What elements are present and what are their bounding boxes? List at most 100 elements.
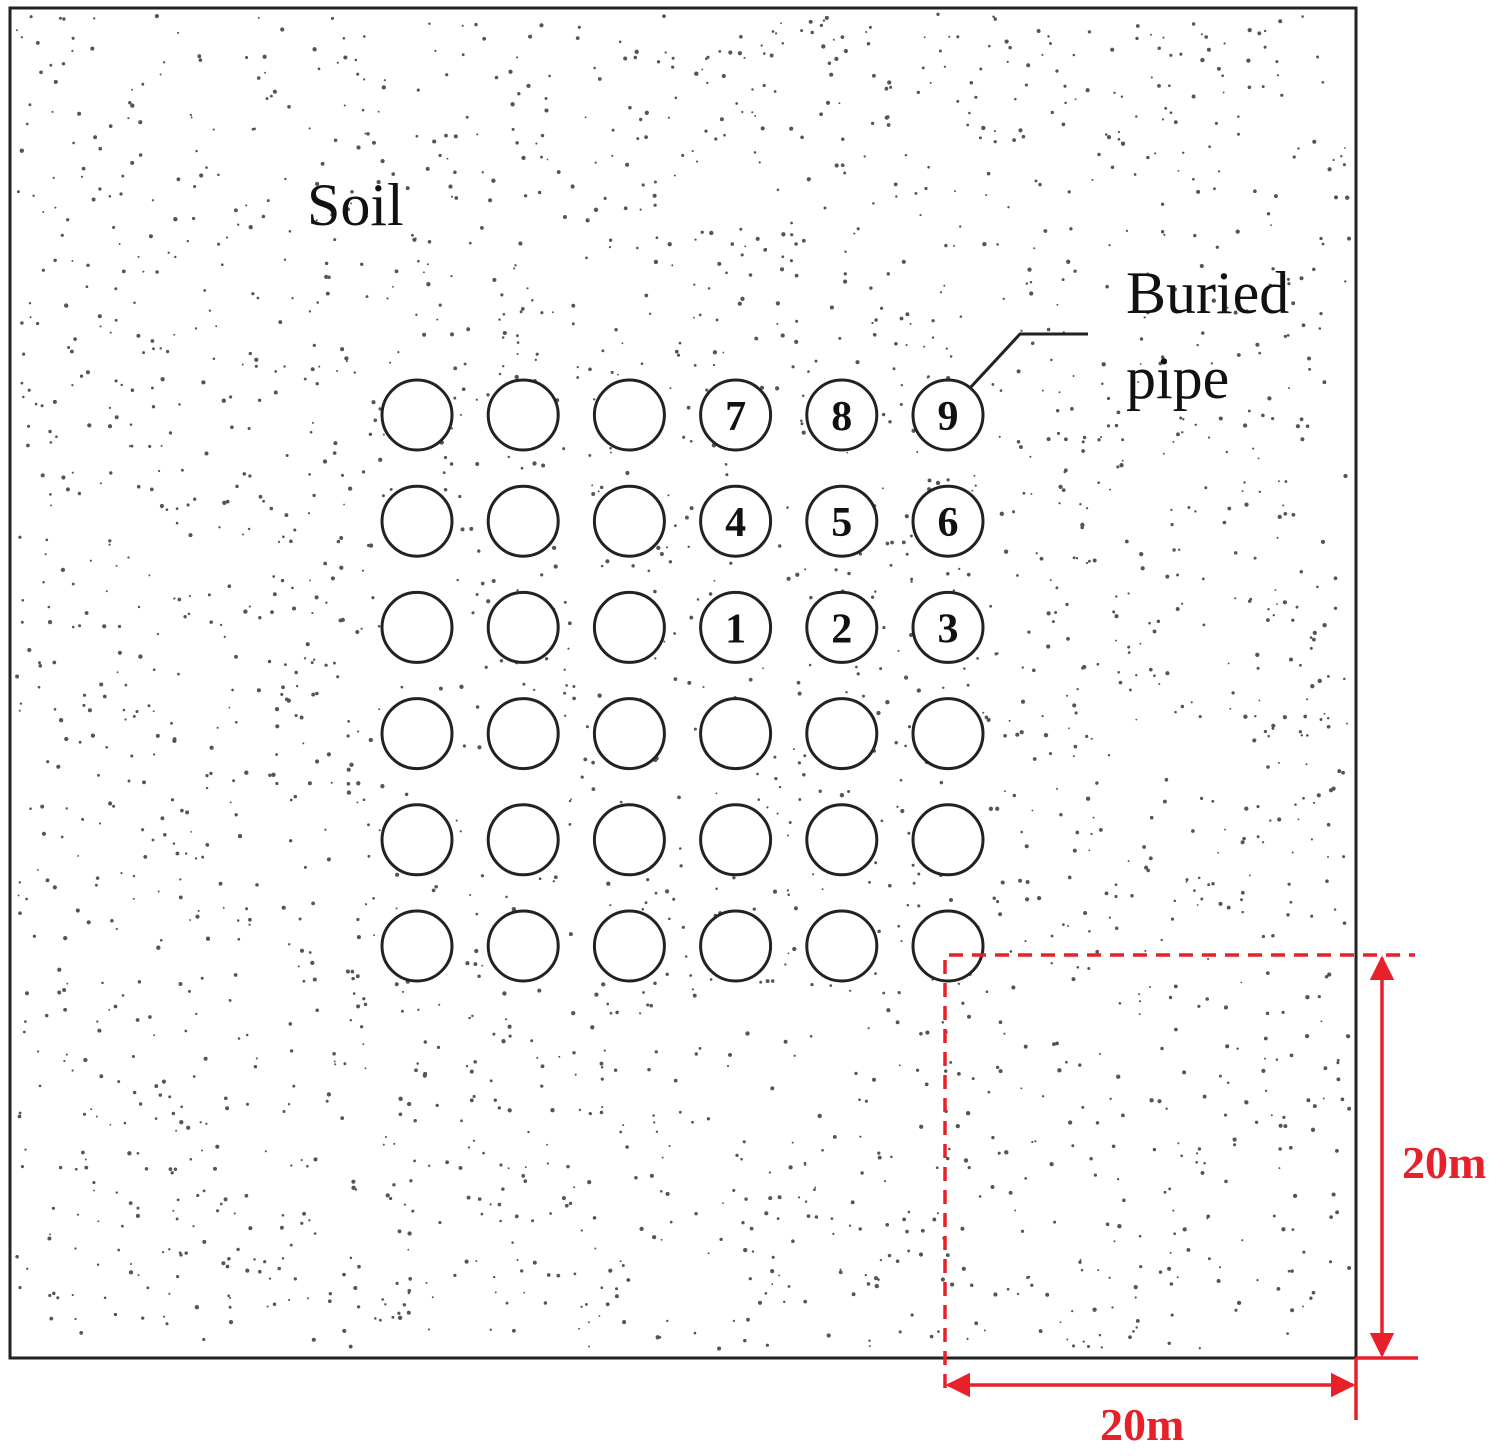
soil-speckle [666, 1319, 669, 1323]
soil-speckle [1138, 993, 1141, 996]
soil-speckle [1134, 1296, 1137, 1299]
soil-speckle [715, 887, 718, 891]
soil-speckle [352, 992, 356, 995]
soil-speckle [1207, 957, 1210, 961]
soil-speckle [1158, 361, 1163, 366]
soil-speckle [1336, 1077, 1341, 1082]
soil-speckle [1139, 337, 1144, 341]
soil-speckle [415, 313, 418, 316]
soil-speckle [996, 243, 999, 246]
soil-speckle [665, 546, 669, 549]
soil-speckle [137, 255, 140, 258]
soil-speckle [694, 1211, 698, 1216]
soil-speckle [1130, 894, 1134, 898]
soil-speckle [1008, 719, 1011, 722]
soil-speckle [794, 273, 799, 278]
soil-speckle [1016, 1292, 1020, 1296]
soil-speckle [599, 1061, 604, 1066]
soil-speckle [340, 347, 345, 352]
soil-speckle [563, 600, 567, 604]
soil-speckle [776, 322, 779, 325]
soil-speckle [382, 433, 385, 436]
soil-speckle [1034, 179, 1038, 183]
soil-speckle [721, 73, 726, 79]
soil-speckle [326, 1092, 332, 1097]
soil-speckle [839, 793, 845, 798]
soil-speckle [1080, 1268, 1084, 1272]
soil-speckle [333, 1060, 336, 1063]
soil-speckle [671, 56, 675, 60]
soil-speckle [368, 737, 373, 743]
soil-speckle [1058, 484, 1063, 490]
soil-speckle [519, 310, 523, 314]
soil-speckle [514, 264, 517, 267]
soil-speckle [769, 53, 774, 58]
soil-speckle [543, 1301, 548, 1305]
soil-speckle [1172, 287, 1177, 292]
soil-speckle [1221, 74, 1225, 78]
soil-speckle [86, 263, 90, 268]
soil-speckle [656, 60, 661, 64]
soil-speckle [469, 1069, 474, 1074]
soil-speckle [105, 590, 108, 593]
soil-speckle [739, 34, 743, 39]
soil-speckle [790, 221, 793, 225]
soil-speckle [303, 865, 307, 869]
soil-speckle [184, 852, 188, 855]
soil-speckle [1048, 752, 1053, 756]
soil-speckle [453, 170, 457, 175]
soil-speckle [1226, 1081, 1230, 1085]
soil-speckle [450, 275, 453, 278]
soil-speckle [1114, 883, 1118, 887]
soil-speckle [812, 873, 815, 876]
soil-speckle [434, 49, 437, 53]
soil-speckle [609, 1011, 613, 1015]
soil-speckle [1047, 35, 1050, 38]
soil-speckle [413, 1159, 416, 1163]
soil-speckle [1319, 311, 1323, 316]
soil-speckle [76, 1213, 79, 1216]
soil-speckle [791, 365, 795, 369]
soil-speckle [874, 972, 877, 975]
soil-speckle [886, 123, 891, 127]
soil-speckle [362, 798, 366, 802]
soil-speckle [1211, 882, 1215, 886]
pipe-circle [699, 590, 773, 664]
soil-speckle [1267, 734, 1270, 738]
soil-speckle [598, 1315, 601, 1317]
soil-speckle [644, 293, 649, 298]
soil-speckle [141, 1316, 145, 1320]
soil-speckle [660, 1190, 663, 1193]
soil-speckle [874, 590, 877, 593]
pipe-circle [380, 803, 454, 877]
soil-speckle [639, 1012, 642, 1015]
soil-speckle [116, 671, 119, 674]
soil-speckle [959, 315, 963, 318]
soil-speckle [874, 1283, 879, 1289]
soil-speckle [466, 327, 471, 332]
soil-speckle [431, 888, 436, 893]
soil-speckle [438, 686, 443, 691]
soil-speckle [377, 624, 381, 628]
soil-speckle [653, 981, 657, 985]
soil-speckle [1004, 1150, 1009, 1155]
soil-speckle [187, 612, 191, 616]
soil-speckle [77, 854, 80, 857]
soil-speckle [1331, 1192, 1336, 1197]
soil-speckle [236, 919, 240, 922]
soil-speckle [938, 49, 942, 53]
soil-speckle [1058, 391, 1061, 394]
soil-speckle [568, 799, 572, 803]
soil-speckle [177, 597, 182, 602]
soil-speckle [1072, 755, 1075, 758]
soil-speckle [1163, 1190, 1167, 1194]
soil-speckle [791, 1141, 794, 1144]
soil-speckle [330, 212, 335, 217]
soil-speckle [330, 576, 335, 581]
soil-speckle [205, 936, 211, 941]
soil-speckle [574, 1073, 577, 1076]
soil-speckle [916, 688, 921, 693]
soil-speckle [1132, 1330, 1135, 1333]
soil-speckle [1286, 277, 1290, 281]
